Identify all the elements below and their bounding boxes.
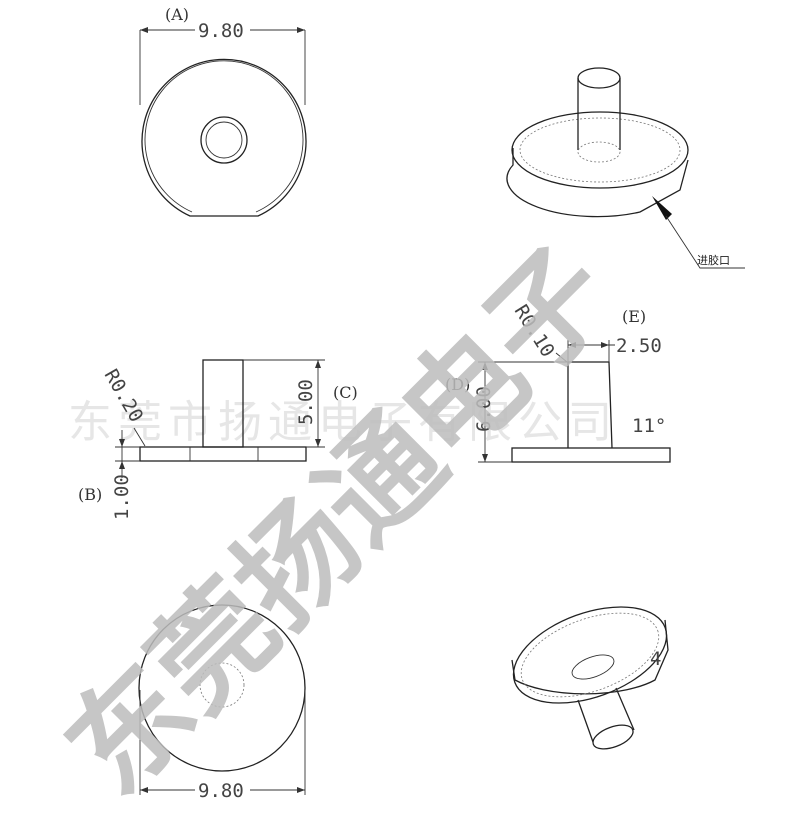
gate-arrow-head (652, 196, 672, 220)
side-view-left: 5.00 (C) R0.20 1.00 (B) (78, 359, 358, 520)
side-left-thickness-arrow-bottom (119, 461, 125, 469)
side-right-height-arrow-bottom (482, 454, 488, 462)
iso-top-pin-base (577, 141, 621, 163)
side-right-pin-diameter: 2.50 (616, 335, 662, 357)
side-right-label-d: (D) (445, 375, 470, 394)
iso-bottom-disc-inner (520, 612, 660, 698)
bottom-view-pin-hidden (199, 662, 245, 708)
top-view-arrow-right (297, 27, 305, 33)
top-view-pin-outer (200, 116, 248, 164)
gate-note: 进胶口 (697, 253, 730, 267)
isometric-top-view: 进胶口 (506, 67, 745, 269)
side-left-height-arrow-bottom (315, 439, 321, 447)
top-view-disc-inner-edge (144, 60, 304, 213)
side-right-radius-leader (555, 352, 568, 363)
iso-bottom-pin-end (592, 724, 634, 750)
top-view-disc-outline (141, 58, 307, 217)
side-right-angle: 11° (632, 415, 666, 437)
top-view-pin-inner (205, 121, 243, 159)
bottom-view-arrow-left (140, 787, 148, 793)
side-right-label-e: (E) (622, 307, 646, 326)
iso-bottom-marker: 4 (650, 648, 661, 670)
watermark-company-line: 东莞市扬通电子有限公司 (68, 397, 618, 448)
side-left-label-c: (C) (333, 383, 358, 402)
top-view-dimension: 9.80 (198, 20, 244, 42)
side-left-pin (202, 359, 244, 448)
side-left-thickness: 1.00 (111, 474, 133, 520)
side-right-pin-arrow-right (601, 342, 609, 348)
iso-bottom-pin-left (577, 699, 594, 743)
iso-bottom-disc-side (511, 619, 669, 695)
side-left-label-b: (B) (78, 485, 102, 504)
gate-leader-line (665, 215, 745, 269)
iso-top-pin-top (577, 67, 621, 89)
iso-bottom-disc-face (512, 606, 668, 704)
side-right-height-arrow-top (482, 362, 488, 370)
bottom-view-dimension: 9.80 (198, 780, 244, 802)
side-left-height: 5.00 (295, 379, 317, 425)
side-left-radius-leader (133, 427, 146, 447)
side-right-height: 6.00 (473, 386, 495, 432)
side-left-thickness-arrow-top (119, 439, 125, 447)
iso-top-disc-inner (519, 117, 681, 183)
bottom-view: 9.80 (138, 604, 306, 802)
bottom-view-disc-outline (138, 604, 306, 772)
iso-bottom-pin-ring (571, 654, 615, 680)
isometric-bottom-view: 4 (511, 606, 669, 750)
iso-top-disc-face (511, 111, 689, 189)
side-right-pin-arrow-left (568, 342, 576, 348)
top-view-label: (A) (165, 5, 189, 24)
side-right-pin (567, 361, 613, 449)
top-view: (A) 9.80 (139, 5, 307, 217)
side-left-flange (139, 446, 307, 462)
top-view-arrow-left (140, 27, 148, 33)
bottom-view-arrow-right (297, 787, 305, 793)
iso-top-disc-side (506, 148, 689, 218)
side-left-height-arrow-top (315, 360, 321, 368)
side-right-flange (511, 447, 671, 463)
iso-bottom-pin-right (615, 687, 635, 731)
